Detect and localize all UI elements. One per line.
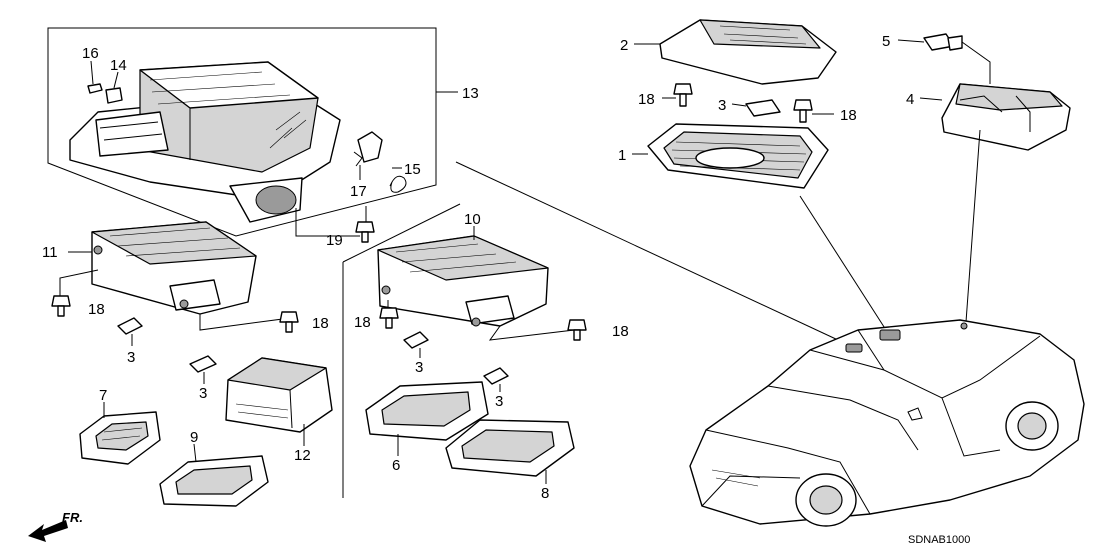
lens-7 [79, 402, 161, 465]
frame-8 [445, 419, 575, 484]
callout-18-d: 18 [612, 323, 629, 340]
map-light-assembly-10 [377, 226, 549, 327]
dome-lens-1 [632, 123, 829, 189]
callout-3-a: 3 [127, 349, 135, 366]
divider-lines [342, 161, 839, 498]
callout-3-e: 3 [718, 97, 726, 114]
bulb-3c [403, 331, 429, 358]
callout-5: 5 [882, 33, 890, 50]
callout-2: 2 [620, 37, 628, 54]
light-housing-4 [919, 83, 1071, 151]
bolt-18f [793, 99, 834, 123]
group-13-frame [47, 27, 458, 237]
callout-labels: 1 2 3 3 3 3 3 4 5 6 7 8 9 10 11 12 13 14… [42, 33, 970, 546]
direction-label: FR. [62, 510, 83, 525]
bolt-18a [51, 269, 99, 317]
callout-15: 15 [404, 161, 421, 178]
bolt-19 [295, 206, 375, 243]
callout-12: 12 [294, 447, 311, 464]
callout-6: 6 [392, 457, 400, 474]
screw-16 [87, 60, 103, 94]
diagram-code: SDNAB1000 [908, 534, 970, 546]
clip-14 [105, 71, 123, 104]
callout-3-b: 3 [199, 385, 207, 402]
callout-14: 14 [110, 57, 127, 74]
bolt-18d [488, 319, 587, 341]
callout-16: 16 [82, 45, 99, 62]
bulb-3e [731, 99, 781, 117]
dome-light-base-2 [634, 19, 837, 85]
callout-13: 13 [462, 85, 479, 102]
bulb-5 [897, 33, 991, 84]
callout-4: 4 [906, 91, 914, 108]
callout-7: 7 [99, 387, 107, 404]
car-pointer-lines [799, 129, 981, 331]
bulb-3a [117, 317, 143, 346]
overhead-console-housing [69, 61, 341, 223]
callout-18-c: 18 [354, 314, 371, 331]
holder-17 [353, 131, 383, 180]
callout-18-f: 18 [840, 107, 857, 124]
callout-18-e: 18 [638, 91, 655, 108]
front-direction-arrow-icon [28, 520, 68, 542]
bulb-3d [483, 367, 509, 392]
callout-18-b: 18 [312, 315, 329, 332]
callout-8: 8 [541, 485, 549, 502]
callout-3-c: 3 [415, 359, 423, 376]
callout-1: 1 [618, 147, 626, 164]
spring-15 [389, 167, 407, 193]
bulb-3b [189, 355, 217, 384]
callout-10: 10 [464, 211, 481, 228]
bolt-18b [199, 311, 299, 333]
frame-9 [159, 443, 269, 507]
car-outline [689, 319, 1085, 527]
bolt-18e [662, 83, 693, 107]
callout-11: 11 [42, 244, 58, 261]
lens-6 [365, 381, 489, 456]
bolt-18c [379, 300, 399, 329]
callout-19: 19 [326, 232, 343, 249]
callout-17: 17 [350, 183, 367, 200]
callout-3-d: 3 [495, 393, 503, 410]
callout-9: 9 [190, 429, 198, 446]
callout-18-a: 18 [88, 301, 105, 318]
unit-12 [225, 357, 333, 446]
map-light-assembly-11 [68, 221, 257, 315]
